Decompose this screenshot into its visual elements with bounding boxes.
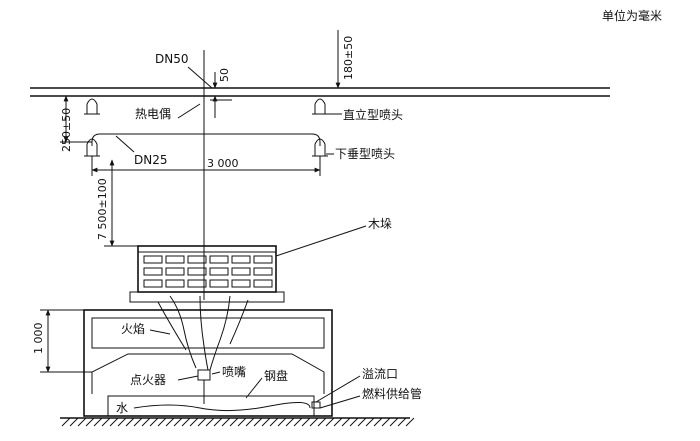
dim-180-text: 180±50 xyxy=(342,36,355,80)
ground-hatch xyxy=(261,417,271,427)
dim-1000-text: 1 000 xyxy=(32,323,45,355)
main-pipe-dn50 xyxy=(30,87,610,97)
ground-hatch xyxy=(205,417,215,427)
burner-housing xyxy=(83,309,333,417)
fuel-pipe-label: 燃料供给管 xyxy=(362,386,422,401)
nozzle-label: 喷嘴 xyxy=(222,365,246,379)
ground-hatch xyxy=(125,417,135,427)
branch-pipe-dn25 xyxy=(91,133,321,146)
dim-250-text: 250±50 xyxy=(60,108,73,152)
ground-hatch xyxy=(341,417,351,427)
ground-hatch xyxy=(293,417,303,427)
ground-hatch xyxy=(61,417,71,427)
thermocouple-label: 热电偶 xyxy=(135,107,171,121)
ground-hatch xyxy=(213,417,223,427)
ground-hatch xyxy=(309,417,319,427)
overflow-outlet xyxy=(311,401,321,409)
ground-hatch xyxy=(269,417,279,427)
ground-hatch xyxy=(165,417,175,427)
ground-hatch xyxy=(133,417,143,427)
crib-slat xyxy=(143,255,163,264)
dim-3000-text: 3 000 xyxy=(207,157,239,170)
ground-hatch xyxy=(349,417,359,427)
ground-hatch xyxy=(317,417,327,427)
ground-hatch xyxy=(405,417,415,427)
ground-hatch xyxy=(357,417,367,427)
crib-slat xyxy=(231,279,251,288)
crib-slat xyxy=(165,255,185,264)
crib-slat xyxy=(165,279,185,288)
igniter-label: 点火器 xyxy=(130,373,166,387)
ground-hatch xyxy=(157,417,167,427)
dim-50 xyxy=(210,72,232,118)
ground-hatch xyxy=(117,417,127,427)
flame-label: 火焰 xyxy=(121,321,145,336)
ground-hatch xyxy=(197,417,207,427)
crib-slat xyxy=(209,267,229,276)
ground-hatch xyxy=(325,417,335,427)
crib-slat xyxy=(209,279,229,288)
dim-50-text: 50 xyxy=(218,68,231,82)
water-surface xyxy=(133,402,311,412)
upright-sprinkler-label: 直立型喷头 xyxy=(343,107,403,122)
ground-hatch xyxy=(373,417,383,427)
crib-slat xyxy=(143,279,163,288)
overflow-label: 溢流口 xyxy=(362,367,398,381)
ground-hatch xyxy=(149,417,159,427)
ground-hatch xyxy=(237,417,247,427)
ground-hatch xyxy=(229,417,239,427)
crib-slat xyxy=(231,255,251,264)
ground-hatch xyxy=(141,417,151,427)
water-label: 水 xyxy=(116,401,128,415)
ground-hatch xyxy=(245,417,255,427)
crib-slat xyxy=(253,255,273,264)
dim-7500 xyxy=(104,159,138,247)
ground-hatch xyxy=(221,417,231,427)
sprinkler-head-icon xyxy=(84,98,328,157)
ground xyxy=(60,417,415,427)
crib-slat xyxy=(187,267,207,276)
ground-hatch xyxy=(285,417,295,427)
ground-hatch xyxy=(397,417,407,427)
dn25-label: DN25 xyxy=(134,153,168,167)
nozzle xyxy=(197,369,211,404)
crib-slat xyxy=(231,267,251,276)
flame-shape xyxy=(157,295,249,371)
dim-1000 xyxy=(40,309,92,373)
unit-note: 单位为毫米 xyxy=(602,8,662,23)
wood-crib-label: 木垛 xyxy=(368,216,392,231)
ground-hatch xyxy=(189,417,199,427)
dim-7500-text: 7 500±100 xyxy=(96,178,109,240)
ground-hatch xyxy=(101,417,111,427)
steel-pan-label: 钢盘 xyxy=(264,368,288,383)
ground-hatch xyxy=(69,417,79,427)
crib-slat xyxy=(253,279,273,288)
dim-3000 xyxy=(91,156,321,176)
ground-hatch xyxy=(333,417,343,427)
crib-slat xyxy=(143,267,163,276)
ground-hatch xyxy=(173,417,183,427)
crib-slat xyxy=(209,255,229,264)
ground-hatch xyxy=(93,417,103,427)
ground-hatch xyxy=(253,417,263,427)
ground-hatch xyxy=(181,417,191,427)
crib-slat xyxy=(253,267,273,276)
ground-hatch xyxy=(389,417,399,427)
ground-hatch xyxy=(301,417,311,427)
ground-hatch xyxy=(277,417,287,427)
ground-hatch xyxy=(381,417,391,427)
ground-hatch xyxy=(77,417,87,427)
dn50-label: DN50 xyxy=(155,52,189,66)
crib-slat xyxy=(165,267,185,276)
dim-250 xyxy=(60,95,92,143)
wood-crib xyxy=(129,245,285,303)
pendent-sprinkler-label: 下垂型喷头 xyxy=(335,147,395,161)
crib-slat xyxy=(187,279,207,288)
ground-hatch xyxy=(109,417,119,427)
crib-slat xyxy=(187,255,207,264)
ground-hatch xyxy=(85,417,95,427)
ground-hatch xyxy=(365,417,375,427)
